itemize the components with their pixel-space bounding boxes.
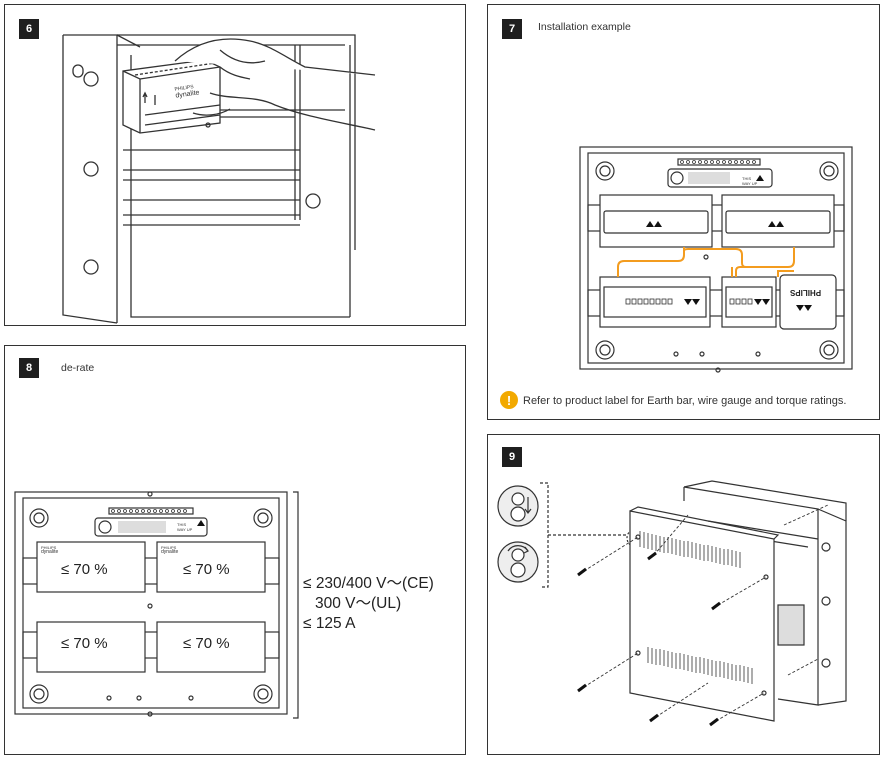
this-way-up-label: THIS WAY UP [742,176,758,186]
brand-line-1: PHILIPS [161,545,177,550]
this-way-up-label: THIS WAY UP [177,522,193,532]
step-9-panel: 9 [487,434,880,755]
voltage-ul-spec: 300 V〜(UL) [315,595,402,612]
step-7-panel: 7 Installation example [487,4,880,420]
philips-module-label: PHILIPS [790,288,822,297]
earth-bar-note: Refer to product label for Earth bar, wi… [523,395,847,407]
step-6-illustration [62,34,376,324]
brand-line-1: PHILIPS [41,545,57,550]
current-spec: ≤ 125 A [303,615,356,632]
warning-icon: ! [500,391,518,409]
step-badge: 7 [502,19,522,39]
cover-mounting-diagram [497,480,847,727]
panel-title: Installation example [538,21,631,33]
keyhole-slide-icon [498,486,538,526]
derate-value-top-left: ≤ 70 % [61,561,108,578]
voltage-ce-spec: ≤ 230/400 V〜(CE) [303,575,434,592]
step-badge: 9 [502,447,522,467]
step-6-panel: 6 [4,4,466,326]
module-brand-top-left: PHILIPS dynalite [41,545,58,555]
brand-line-2: dynalite [41,549,59,555]
panel-title: de-rate [61,362,95,374]
derate-value-bottom-right: ≤ 70 % [183,635,230,652]
step-badge: 6 [19,19,39,39]
brand-line-2: dynalite [161,549,179,555]
keyhole-rotate-icon [498,542,538,582]
step-8-panel: 8 de-rate [4,345,466,755]
derate-value-bottom-left: ≤ 70 % [61,635,108,652]
derate-value-top-right: ≤ 70 % [183,561,230,578]
module-brand-top-right: PHILIPS dynalite [161,545,178,555]
step-badge: 8 [19,358,39,378]
de-rate-diagram [14,491,299,719]
installation-example-diagram [579,146,853,373]
